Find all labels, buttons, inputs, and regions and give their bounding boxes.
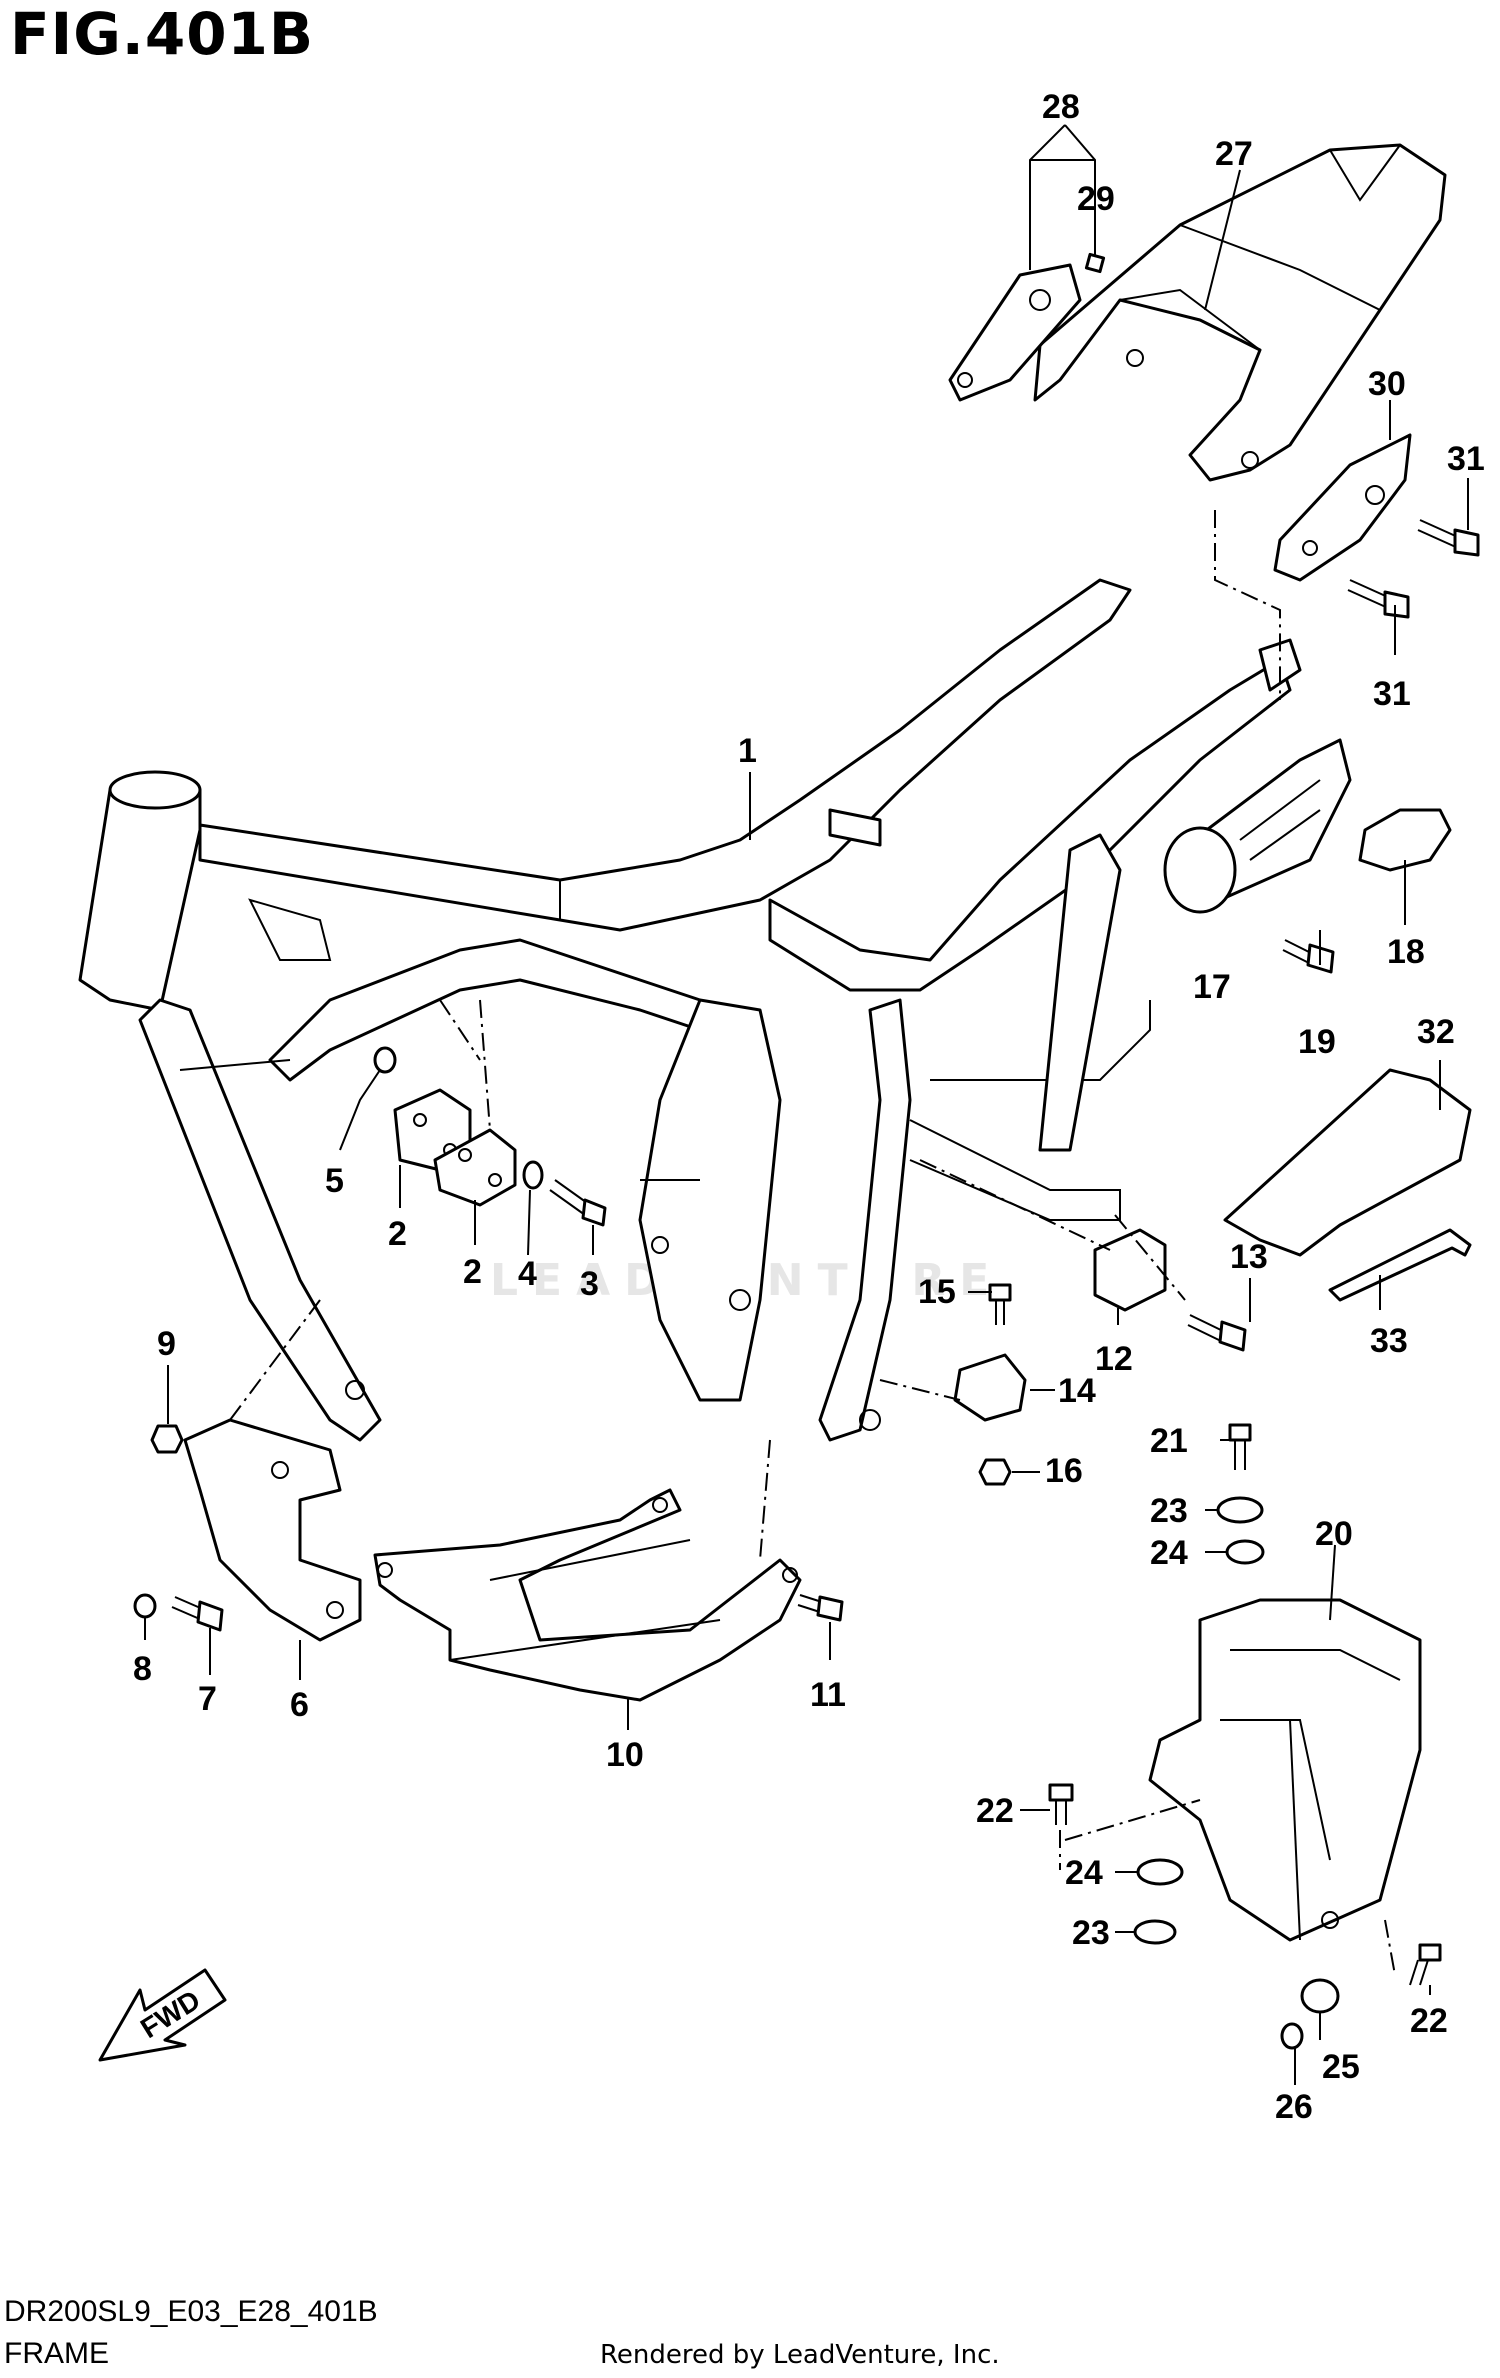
callout-19: 19 bbox=[1298, 1023, 1336, 1061]
battery-box-20[interactable] bbox=[1148, 1598, 1422, 1942]
callout-4: 4 bbox=[518, 1255, 537, 1293]
callout-28: 28 bbox=[1042, 88, 1080, 126]
callout-14: 14 bbox=[1058, 1372, 1096, 1410]
rubber-pad-14[interactable] bbox=[953, 1353, 1027, 1422]
bolt-22-left[interactable] bbox=[1048, 1783, 1074, 1825]
callout-13: 13 bbox=[1230, 1238, 1268, 1276]
callout-31b: 31 bbox=[1373, 675, 1411, 713]
callout-8: 8 bbox=[133, 1650, 152, 1688]
callout-11: 11 bbox=[810, 1676, 846, 1714]
washer-4[interactable] bbox=[522, 1160, 544, 1190]
bolt-11[interactable] bbox=[797, 1594, 844, 1622]
callout-23b: 23 bbox=[1072, 1914, 1110, 1952]
engine-bracket-2b[interactable] bbox=[433, 1128, 517, 1207]
callout-33: 33 bbox=[1370, 1322, 1408, 1360]
callout-12: 12 bbox=[1095, 1340, 1133, 1378]
collar-24-lower[interactable] bbox=[1136, 1858, 1184, 1886]
render-credit: Rendered by LeadVenture, Inc. bbox=[600, 2340, 1000, 2370]
bolt-21[interactable] bbox=[1228, 1423, 1252, 1470]
bolt-7[interactable] bbox=[171, 1596, 224, 1632]
nut-9[interactable] bbox=[150, 1424, 184, 1454]
callout-2b: 2 bbox=[463, 1253, 482, 1291]
damper-12[interactable] bbox=[1093, 1228, 1167, 1312]
callout-20: 20 bbox=[1315, 1515, 1353, 1553]
rear-seat-rail[interactable] bbox=[1033, 143, 1447, 482]
diagram-name: FRAME bbox=[4, 2337, 109, 2370]
bolt-31-lower[interactable] bbox=[1347, 579, 1410, 619]
callout-29: 29 bbox=[1077, 180, 1115, 218]
callout-6: 6 bbox=[290, 1686, 309, 1724]
callout-21: 21 bbox=[1150, 1422, 1188, 1460]
collar-24-upper[interactable] bbox=[1225, 1539, 1265, 1565]
bar-33[interactable] bbox=[1328, 1228, 1472, 1302]
callout-27: 27 bbox=[1215, 135, 1253, 173]
callout-2a: 2 bbox=[388, 1215, 407, 1253]
lower-frame[interactable] bbox=[373, 1488, 802, 1702]
collar-26[interactable] bbox=[1280, 2022, 1304, 2050]
side-bracket[interactable] bbox=[948, 263, 1082, 402]
callout-15: 15 bbox=[918, 1273, 956, 1311]
callout-32: 32 bbox=[1417, 1013, 1455, 1051]
cover-32[interactable] bbox=[1223, 1068, 1472, 1257]
bolt-13[interactable] bbox=[1187, 1314, 1247, 1352]
callout-24b: 24 bbox=[1065, 1854, 1103, 1892]
callout-7: 7 bbox=[198, 1680, 217, 1718]
grommet-25[interactable] bbox=[1300, 1978, 1340, 2014]
canister-17[interactable] bbox=[1163, 738, 1352, 914]
right-bracket[interactable] bbox=[1273, 433, 1412, 582]
lower-bracket[interactable] bbox=[183, 1418, 362, 1642]
figure-title: FIG.401B bbox=[10, 0, 315, 68]
bolt-22-right[interactable] bbox=[1409, 1943, 1442, 1986]
nut-16[interactable] bbox=[978, 1458, 1012, 1486]
main-frame[interactable] bbox=[78, 578, 1302, 1442]
grommet-23-lower[interactable] bbox=[1133, 1919, 1177, 1945]
bolt-31-upper[interactable] bbox=[1417, 519, 1480, 557]
callout-9: 9 bbox=[157, 1325, 176, 1363]
callout-1: 1 bbox=[738, 732, 757, 770]
callout-16: 16 bbox=[1045, 1452, 1083, 1490]
small-pad[interactable] bbox=[1084, 252, 1106, 274]
callout-31a: 31 bbox=[1447, 440, 1485, 478]
grommet-23-upper[interactable] bbox=[1216, 1496, 1264, 1524]
nut-5[interactable] bbox=[373, 1046, 397, 1074]
callout-30: 30 bbox=[1368, 365, 1406, 403]
callout-10: 10 bbox=[606, 1736, 644, 1774]
bolt-19[interactable] bbox=[1282, 939, 1335, 974]
callout-24a: 24 bbox=[1150, 1534, 1188, 1572]
bolt-15[interactable] bbox=[988, 1283, 1012, 1325]
callout-25: 25 bbox=[1322, 2048, 1360, 2086]
strap-18[interactable] bbox=[1358, 808, 1452, 872]
callout-22b: 22 bbox=[1410, 2002, 1448, 2040]
diagram-code: DR200SL9_E03_E28_401B bbox=[4, 2295, 378, 2328]
callout-17: 17 bbox=[1193, 968, 1231, 1006]
callout-5: 5 bbox=[325, 1162, 344, 1200]
callout-3: 3 bbox=[580, 1265, 599, 1303]
callout-26: 26 bbox=[1275, 2088, 1313, 2126]
callout-22a: 22 bbox=[976, 1792, 1014, 1830]
callout-23a: 23 bbox=[1150, 1492, 1188, 1530]
callout-18: 18 bbox=[1387, 933, 1425, 971]
bolt-3[interactable] bbox=[549, 1179, 607, 1227]
forward-arrow: FWD bbox=[98, 1968, 227, 2062]
washer-8[interactable] bbox=[133, 1593, 157, 1619]
